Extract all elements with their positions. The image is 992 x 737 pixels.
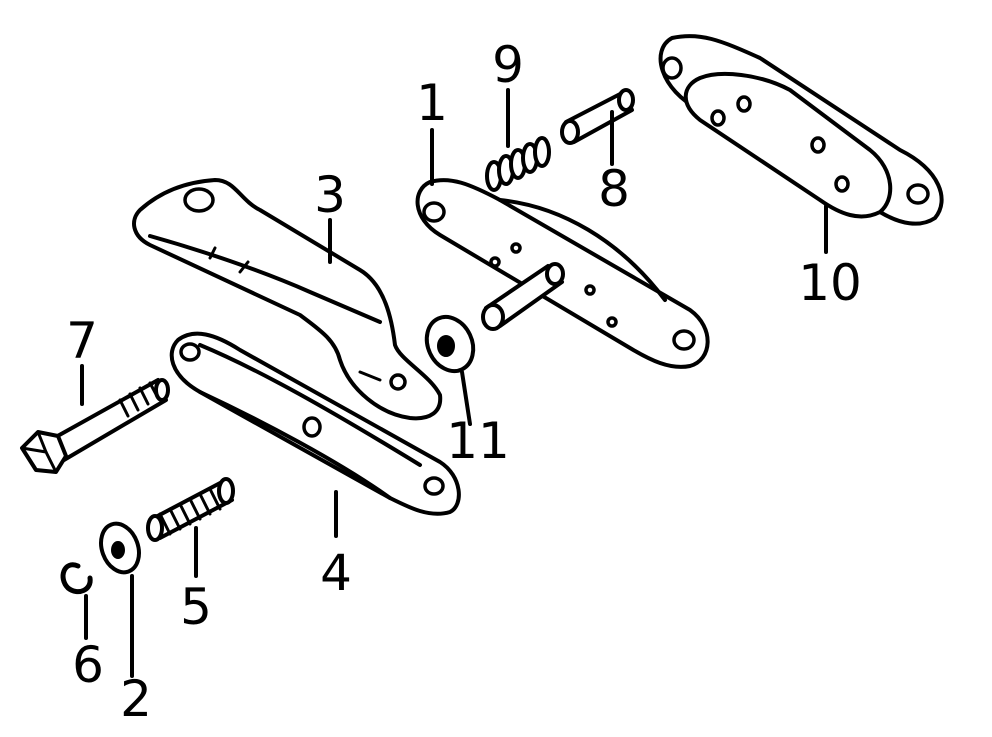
- callout-7: 7: [66, 312, 98, 370]
- part-6-clip: [60, 562, 93, 595]
- callout-8: 8: [598, 160, 630, 218]
- part-4-link-plate: [169, 331, 461, 516]
- callout-2: 2: [120, 670, 152, 728]
- callout-9: 9: [492, 36, 524, 94]
- part-5-spring: [146, 477, 235, 542]
- callout-6: 6: [72, 636, 104, 694]
- part-2-washer: [99, 521, 141, 575]
- part-11-washer: [424, 314, 476, 374]
- part-10-plate-assembly: [658, 34, 944, 226]
- part-7-bolt: [20, 378, 170, 474]
- callout-5: 5: [180, 578, 212, 636]
- callout-1: 1: [416, 74, 448, 132]
- part-8-pin: [560, 88, 635, 145]
- part-3-lever-arm: [132, 178, 443, 421]
- part-1-shaft-plate: [415, 178, 710, 369]
- callout-4: 4: [320, 544, 352, 602]
- callout-3: 3: [314, 166, 346, 224]
- callout-10: 10: [798, 254, 862, 312]
- leader-lines: [80, 88, 828, 678]
- callout-11: 11: [446, 412, 510, 470]
- part-9-small-spring: [485, 136, 551, 192]
- callout-labels: 1 2 3 4 5 6 7 8 9 10 11: [66, 36, 862, 728]
- leader-11: [460, 370, 472, 426]
